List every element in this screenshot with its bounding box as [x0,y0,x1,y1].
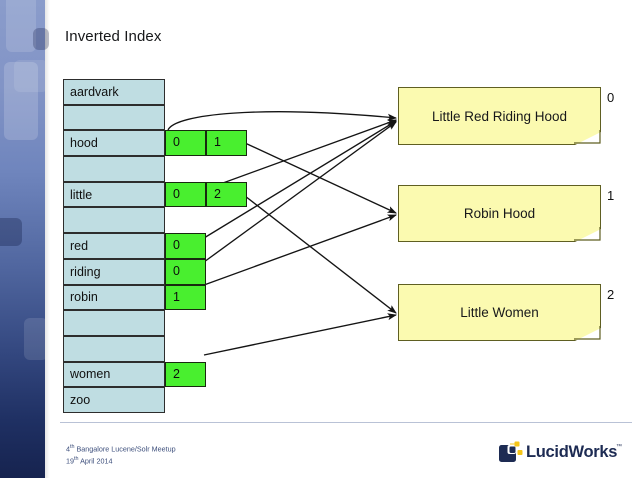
band-shape-6 [24,318,48,360]
page-fold-line-icon [574,326,601,340]
footer-text: 4th Bangalore Lucene/Solr Meetup 19th Ap… [66,442,176,467]
index-row-empty [63,207,165,234]
term-label: little [70,187,93,202]
page-fold-icon [575,132,601,145]
band-edge-shadow [45,0,50,478]
arrow-little-2-to-doc2 [244,195,397,314]
term-label: zoo [70,393,91,408]
index-row-robin: robin [63,284,165,311]
document-title: Little Red Riding Hood [431,108,568,124]
document-card-0[interactable]: Little Red Riding Hood [398,87,601,145]
posting-cell-riding-0: 0 [165,258,206,285]
index-row-women: women [63,361,165,388]
page-fold-line-icon [574,227,601,241]
logo-trademark: ™ [616,444,622,450]
index-row-empty [63,310,165,336]
logo-wordmark: LucidWorks [526,443,618,461]
footer-divider [60,422,632,423]
page-fold-icon [575,328,601,341]
posting-cell-little-1: 2 [206,181,247,208]
posting-cell-women-0: 2 [165,361,206,388]
index-row-riding: riding [63,258,165,285]
index-row-empty [63,156,165,182]
document-id-2: 2 [607,287,615,302]
index-row-zoo: zoo [63,387,165,413]
index-row-red: red [63,233,165,259]
term-label: riding [70,264,101,279]
document-title: Robin Hood [463,206,536,221]
index-row-hood: hood [63,130,165,157]
arrow-hood-0-to-doc0 [167,111,398,131]
lucidworks-mark-icon [499,441,523,462]
term-label: red [70,238,89,253]
footer-line-1: 4th Bangalore Lucene/Solr Meetup [66,444,176,454]
arrow-women-2-to-doc2 [203,313,398,356]
term-label: hood [70,136,98,151]
posting-cell-little-0: 0 [165,181,206,208]
footer-line-2: 19th April 2014 [66,456,113,466]
index-row-empty [63,335,165,362]
document-id-1: 1 [607,188,615,203]
band-shape-5 [0,218,22,246]
band-shape-4 [33,28,49,50]
posting-cell-hood-0: 0 [165,130,206,157]
document-card-2[interactable]: Little Women [398,284,601,341]
posting-cell-red-0: 0 [165,233,206,259]
index-row-little: little [63,181,165,208]
document-id-0: 0 [607,90,615,105]
document-card-1[interactable]: Robin Hood [398,185,601,242]
band-shape-1 [6,0,36,52]
band-shape-3 [14,60,48,92]
lucidworks-logo: LucidWorks ™ [498,441,630,467]
term-label: robin [70,290,98,305]
arrow-robin-1-to-doc1 [203,214,398,286]
posting-cell-hood-1: 1 [206,130,247,157]
decorative-left-band [0,0,49,478]
page-fold-icon [575,229,601,242]
arrow-hood-1-to-doc1 [244,142,397,214]
index-row-empty [63,104,165,131]
term-label: women [70,367,111,382]
term-label: aardvark [70,84,119,99]
index-row-aardvark: aardvark [63,79,165,105]
page-title: Inverted Index [65,28,162,45]
posting-cell-robin-0: 1 [165,284,206,311]
page-fold-line-icon [574,130,601,144]
band-shape-2 [4,62,38,140]
document-title: Little Women [460,305,539,320]
